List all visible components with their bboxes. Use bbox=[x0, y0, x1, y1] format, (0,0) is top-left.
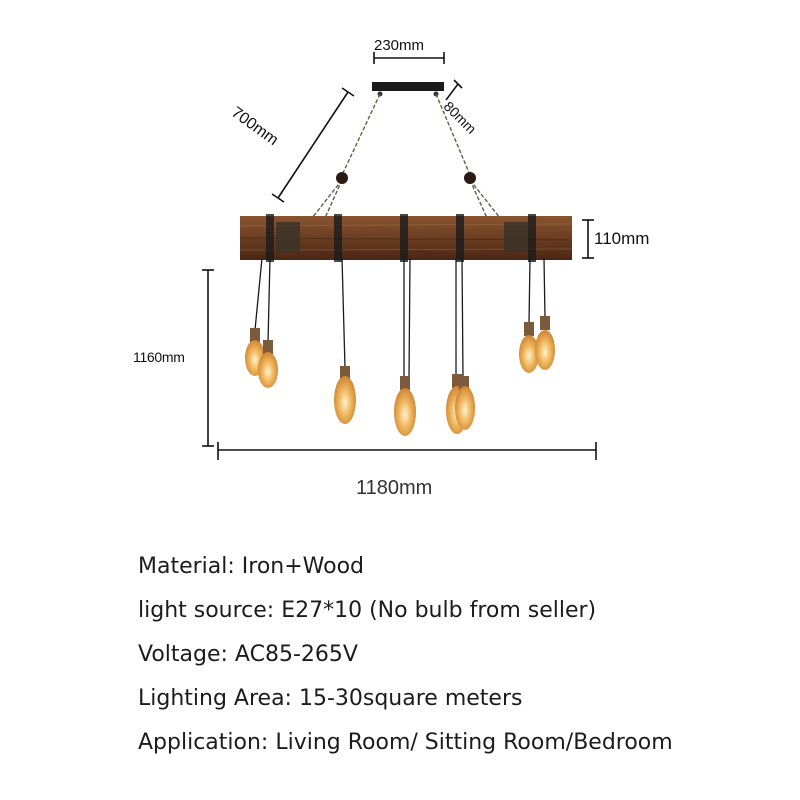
pendant-cords bbox=[254, 257, 546, 379]
bulb bbox=[455, 376, 475, 430]
spec-voltage: Voltage: AC85-265V bbox=[138, 642, 358, 667]
bulb bbox=[535, 316, 555, 370]
drop-height-label: 1160mm bbox=[133, 349, 185, 365]
bulbs bbox=[245, 316, 555, 436]
spec-list: Material: Iron+Wood light source: E27*10… bbox=[138, 548, 778, 768]
bulb bbox=[334, 366, 356, 424]
chains bbox=[311, 93, 501, 219]
bulb bbox=[258, 340, 278, 388]
beam-height-label: 110mm bbox=[594, 229, 650, 248]
spec-application: Application: Living Room/ Sitting Room/B… bbox=[138, 730, 673, 755]
dimension-lines bbox=[202, 52, 597, 460]
bulb bbox=[394, 376, 416, 436]
spec-material: Material: Iron+Wood bbox=[138, 554, 365, 579]
spec-light-source: light source: E27*10 (No bulb from selle… bbox=[138, 598, 597, 623]
wooden-beam bbox=[239, 214, 573, 262]
chain-pulleys bbox=[336, 172, 476, 184]
canopy-width-label: 230mm bbox=[374, 37, 425, 54]
ceiling-canopy bbox=[372, 82, 444, 97]
bulb bbox=[519, 322, 539, 373]
total-width-label: 1180mm bbox=[356, 477, 433, 499]
spec-lighting-area: Lighting Area: 15-30square meters bbox=[138, 686, 523, 711]
